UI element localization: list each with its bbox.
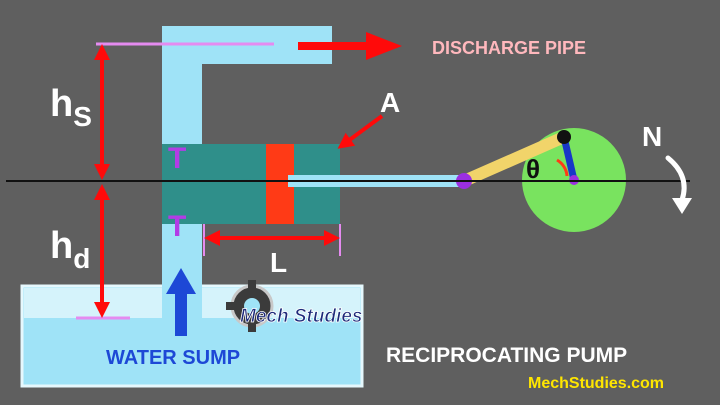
up-arrow-icon (166, 268, 196, 336)
water-sump-label: WATER SUMP (106, 347, 240, 369)
point-a-label: A (380, 87, 400, 118)
point-a-arrow (337, 114, 384, 149)
discharge-label: DISCHARGE PIPE (432, 38, 586, 58)
water-wave (162, 144, 268, 188)
gear-logo-icon (226, 280, 274, 332)
hd-label: hd (50, 225, 90, 274)
pump-cylinder (162, 144, 464, 224)
hd-sub: d (73, 243, 90, 274)
crank-arm (560, 133, 578, 184)
stroke-length-label: L (270, 247, 287, 278)
logo-text: Mech Studies (240, 306, 362, 327)
curved-arrow-icon (665, 155, 692, 214)
suction-valve: T (168, 210, 186, 243)
crank-pin (557, 130, 571, 144)
connecting-rod (458, 131, 570, 187)
hs-sub: S (73, 101, 92, 132)
hd-main: h (50, 225, 73, 267)
website-label: MechStudies.com (528, 375, 664, 392)
angle-label: θ (526, 154, 540, 184)
hs-main: h (50, 83, 73, 125)
delivery-valve: T (168, 142, 186, 175)
angle-arc (556, 158, 569, 177)
speed-label: N (642, 121, 662, 152)
discharge-arrow (298, 32, 402, 60)
mechstudies-logo: Mech Studies (226, 280, 363, 332)
diagram-title: RECIPROCATING PUMP (386, 344, 627, 367)
hs-label: hS (50, 83, 92, 132)
